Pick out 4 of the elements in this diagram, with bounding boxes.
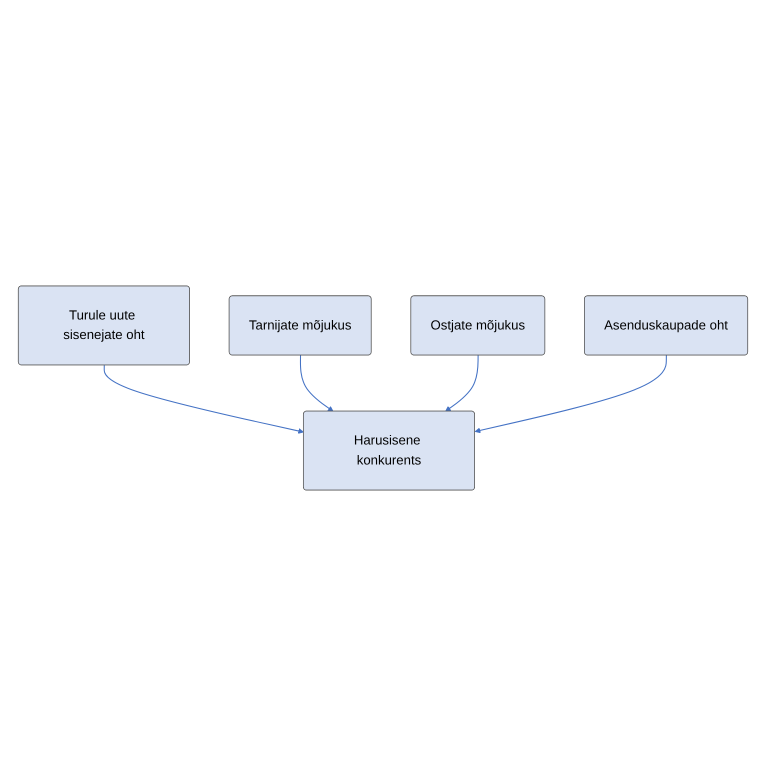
arrow [474,355,666,434]
arrow [444,355,478,412]
arrow [299,355,333,412]
arrow [103,365,304,434]
